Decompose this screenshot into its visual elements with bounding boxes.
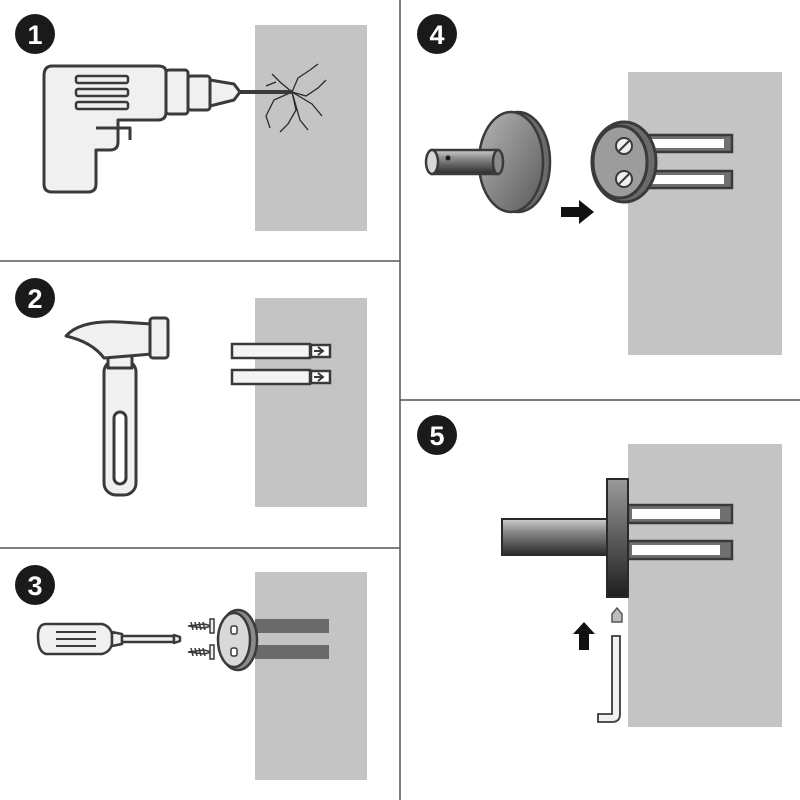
- rod-stub: [430, 148, 500, 176]
- hex-key: [597, 635, 621, 723]
- step-2-panel: 2: [15, 278, 367, 507]
- hammer-grip-slot: [112, 410, 128, 486]
- step-3-number: 3: [27, 571, 42, 601]
- drill-chuck-base: [164, 68, 190, 116]
- mounting-base: [216, 608, 259, 672]
- step-4-panel: 4: [417, 14, 782, 355]
- anchor-lower: [230, 368, 332, 386]
- screw-upper: [187, 618, 215, 634]
- bracket-flange: [606, 478, 629, 598]
- set-screw: [611, 606, 623, 623]
- drill-vents: [74, 74, 130, 111]
- wall: [255, 298, 367, 507]
- screw-hole: [230, 647, 238, 657]
- screwdriver-shaft: [120, 634, 176, 644]
- arrow-up-icon: [573, 622, 595, 650]
- wall: [255, 572, 367, 780]
- hammer-tool: [64, 316, 170, 497]
- curtain-rod: [501, 518, 609, 556]
- screw-hole: [230, 625, 238, 635]
- anchor-plugs: [230, 342, 332, 386]
- installed-anchors: [626, 503, 734, 561]
- wall-base-plate: [590, 120, 658, 204]
- arrow-right-icon: [561, 200, 594, 224]
- installed-anchors: [255, 619, 329, 659]
- step-1-number: 1: [27, 20, 42, 50]
- arrow-right-icon: [314, 372, 325, 382]
- step-5-number: 5: [429, 421, 444, 451]
- hammer-face: [148, 316, 170, 360]
- wall: [628, 444, 782, 727]
- wall: [628, 72, 782, 355]
- arrow-right-icon: [314, 346, 325, 356]
- step-1-panel: 1: [15, 14, 367, 231]
- step-3-badge: [15, 565, 55, 605]
- step-4-number: 4: [429, 20, 444, 50]
- drill-chuck: [186, 74, 212, 112]
- screw-lower: [187, 644, 215, 660]
- step-4-badge: [417, 14, 457, 54]
- screwdriver-tool: [36, 622, 182, 656]
- screwdriver-ferrule: [110, 630, 124, 648]
- step-2-badge: [15, 278, 55, 318]
- step-5-badge: [417, 415, 457, 455]
- anchor-upper: [230, 342, 332, 360]
- step-3-panel: 3: [15, 565, 367, 780]
- set-screw-hole: [445, 155, 451, 161]
- screws: [187, 618, 215, 660]
- screw-head: [615, 137, 633, 188]
- wall: [255, 25, 367, 231]
- bracket-with-rod: [424, 110, 552, 214]
- drill-tool: [42, 64, 292, 194]
- drill-chuck-tip: [208, 78, 242, 108]
- hammer-head: [64, 320, 154, 360]
- step-1-badge: [15, 14, 55, 54]
- crack-marks: [265, 63, 327, 133]
- step-2-number: 2: [27, 284, 42, 314]
- step-5-panel: 5: [417, 415, 782, 727]
- screwdriver-grip-lines: [56, 631, 96, 647]
- drill-trigger-guard: [96, 126, 132, 140]
- screwdriver-tip: [172, 633, 182, 645]
